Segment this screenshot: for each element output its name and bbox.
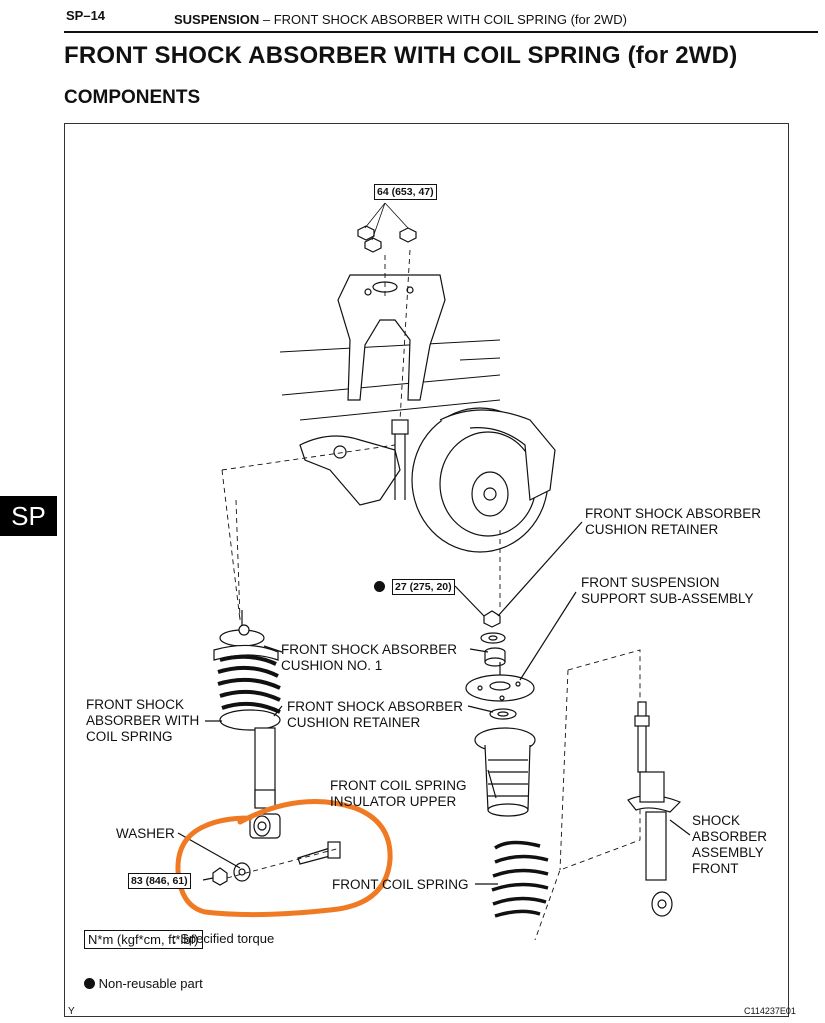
coil-spring [491,840,549,918]
nonreusable-dot-icon [84,978,95,989]
torque-lower-nut: 83 (846, 61) [128,873,191,889]
torque-upper-nut: 27 (275, 20) [392,579,455,595]
upper-nut [483,610,501,628]
page-title: FRONT SHOCK ABSORBER WITH COIL SPRING (f… [64,42,738,69]
legend-torque-unit: N*m (kgf*cm, ft*lbf) [84,930,203,949]
shock-with-spring [213,610,281,809]
support-sub-assembly [465,662,535,702]
shock-absorber-front [627,701,682,917]
legend-torque-desc: : Specified torque [173,931,275,946]
lower-bolt [297,841,341,865]
label-coil-spring: FRONT COIL SPRING [332,877,469,892]
section-heading: COMPONENTS [64,87,201,108]
section-subtitle: – FRONT SHOCK ABSORBER WITH COIL SPRING … [262,12,627,27]
legend-nonreusable-text: Non-reusable part [98,976,203,991]
legend-nonreusable: Non-reusable part [84,976,203,991]
section-tab: SP [0,496,57,536]
insulator-upper [474,727,536,817]
top-nut-1 [357,225,375,241]
header-rule [64,31,818,33]
top-nut-3 [399,227,417,243]
running-header: SUSPENSION – FRONT SHOCK ABSORBER WITH C… [174,12,627,27]
label-washer: WASHER [116,826,175,841]
cushion-no1 [484,647,506,667]
lower-bushing [249,813,281,839]
nonreusable-mark-upper [374,581,385,592]
lower-nut [212,867,228,886]
highlight-circle [175,799,393,918]
figure-frame [64,123,789,1017]
torque-top-nuts: 64 (653, 47) [374,184,437,200]
section-name: SUSPENSION [174,12,260,27]
top-nut-2 [364,237,382,253]
figure-mark: Y [68,1006,75,1017]
page-id: SP–14 [66,8,106,23]
figure-id: C114237E01 [744,1006,796,1016]
cushion-retainer-2 [489,708,517,720]
